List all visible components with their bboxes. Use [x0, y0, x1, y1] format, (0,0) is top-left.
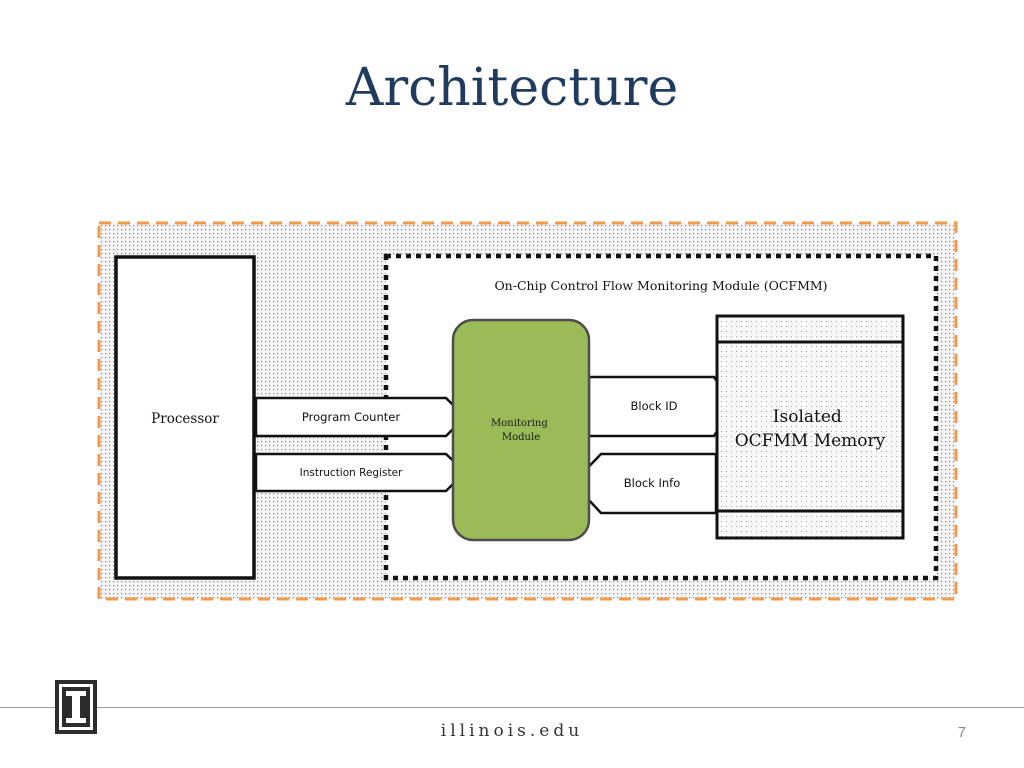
monitoring-module-label: Monitoring Module — [491, 418, 551, 443]
monitoring-label-line-1: Monitoring — [491, 418, 548, 429]
memory-label-line-1: Isolated — [773, 407, 842, 427]
monitoring-label-line-2: Module — [502, 432, 540, 443]
memory-label: Isolated OCFMM Memory — [735, 407, 886, 451]
memory-box — [715, 314, 905, 540]
block-info-label: Block Info — [624, 476, 681, 490]
footer-url[interactable]: illinois.edu — [440, 721, 584, 741]
monitoring-module-box — [451, 318, 591, 542]
instruction-register-label: Instruction Register — [300, 467, 403, 479]
block-id-label: Block ID — [630, 399, 677, 413]
page-number: 7 — [957, 724, 966, 741]
ocfmm-module-label: On-Chip Control Flow Monitoring Module (… — [494, 278, 827, 293]
program-counter-label: Program Counter — [302, 410, 400, 424]
slide-title: Architecture — [345, 58, 679, 118]
processor-label: Processor — [151, 411, 219, 427]
university-logo — [55, 680, 97, 734]
processor-box — [114, 255, 256, 580]
memory-label-line-2: OCFMM Memory — [735, 431, 886, 451]
footer-divider — [0, 707, 1024, 708]
